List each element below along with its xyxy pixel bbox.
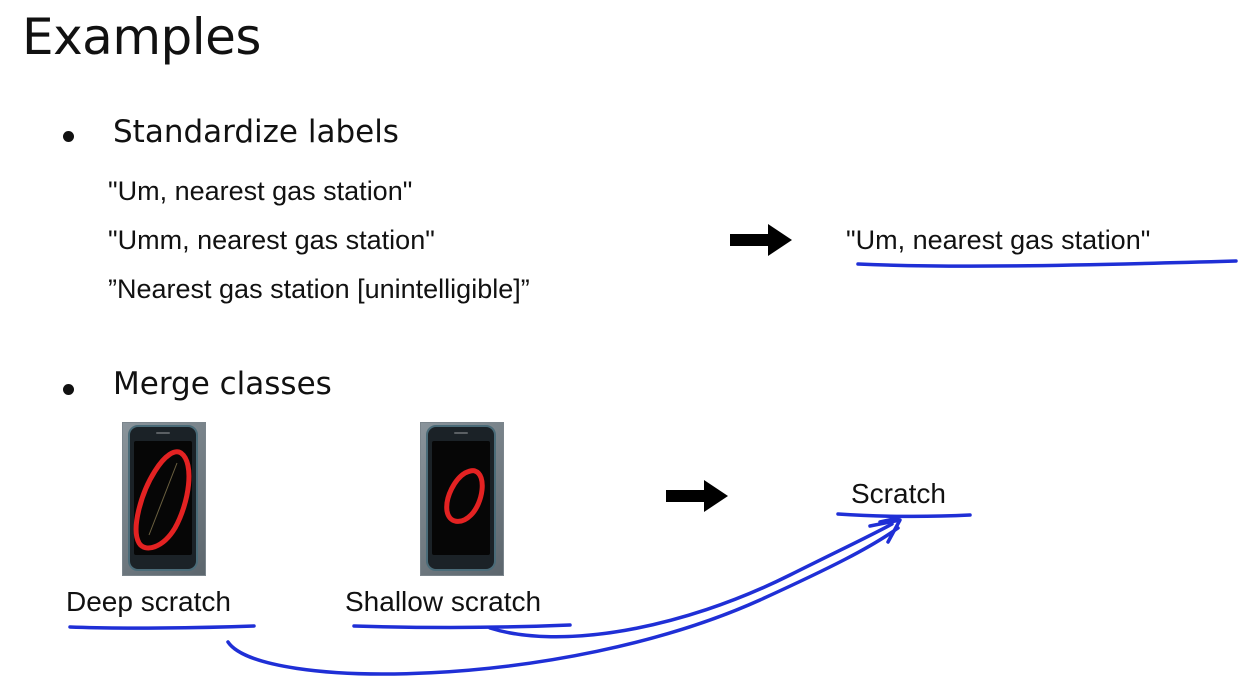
class-label-deep-scratch: Deep scratch [66,586,231,617]
merge-arrow-from-deep [226,526,900,676]
slide-title: Examples [22,8,261,66]
example-label-3: ”Nearest gas station [unintelligible]” [108,274,530,304]
underline-deep-scratch [68,624,256,630]
right-arrow-icon [666,480,728,512]
deep-scratch-phone-image [122,422,206,576]
bullet-dot [63,131,74,142]
bullet-standardize-labels: Standardize labels [113,114,399,150]
bullet-dot [63,384,74,395]
right-arrow-icon [730,224,792,256]
merge-arrow-from-shallow [488,522,894,639]
example-label-2: "Umm, nearest gas station" [108,225,435,255]
shallow-scratch-phone-image [420,422,504,576]
bullet-merge-classes: Merge classes [113,366,332,402]
merge-arrowhead [868,518,902,544]
underline-scratch [836,512,972,519]
class-label-shallow-scratch: Shallow scratch [345,586,542,617]
underline-standardized-result [856,259,1238,268]
example-label-1: "Um, nearest gas station" [108,176,413,206]
standardized-label-result: "Um, nearest gas station" [846,225,1151,255]
merged-class-result: Scratch [851,478,946,509]
underline-shallow-scratch [352,623,572,630]
